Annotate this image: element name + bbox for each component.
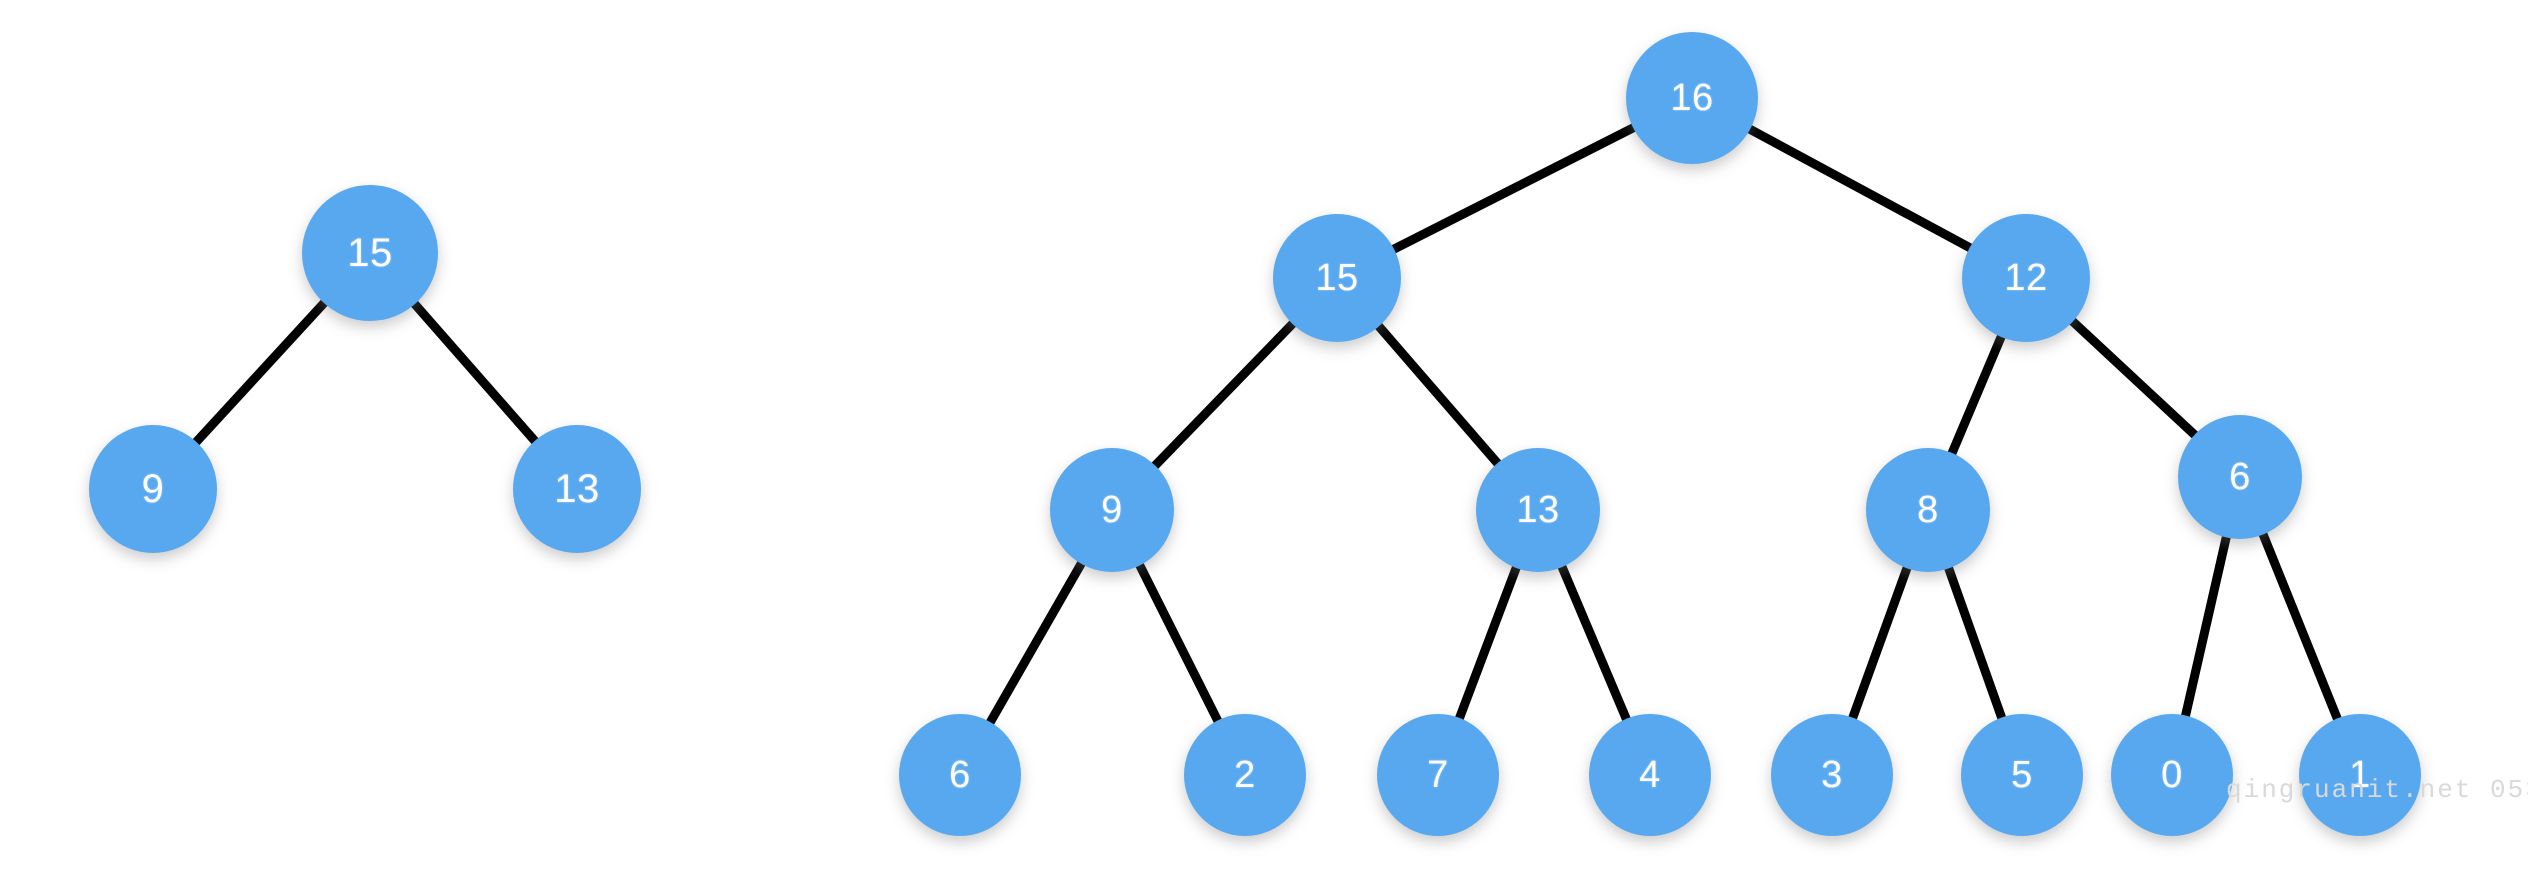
tree-node-label: 9 <box>1101 489 1123 531</box>
tree-node-0[interactable]: 0 <box>2111 714 2233 836</box>
tree-node-label: 9 <box>141 467 165 511</box>
tree-node-9[interactable]: 9 <box>89 425 217 553</box>
tree-node-15[interactable]: 15 <box>1273 214 1401 342</box>
tree-node-label: 15 <box>347 231 393 275</box>
tree-node-label: 3 <box>1821 754 1843 796</box>
tree-node-label: 16 <box>1670 77 1714 119</box>
tree-node-16[interactable]: 16 <box>1626 32 1758 164</box>
tree-node-label: 15 <box>1315 257 1359 299</box>
watermark-text: qingruanit.net 0532-85025005 <box>2226 775 2528 805</box>
tree-node-label: 6 <box>949 754 971 796</box>
tree-node-label: 13 <box>1516 489 1560 531</box>
tree-node-label: 4 <box>1639 754 1661 796</box>
tree-node-6[interactable]: 6 <box>899 714 1021 836</box>
tree-node-label: 12 <box>2004 257 2048 299</box>
tree-node-6[interactable]: 6 <box>2178 415 2302 539</box>
tree-node-5[interactable]: 5 <box>1961 714 2083 836</box>
tree-node-label: 5 <box>2011 754 2033 796</box>
tree-node-label: 2 <box>1234 754 1256 796</box>
tree-node-9[interactable]: 9 <box>1050 448 1174 572</box>
tree-node-label: 7 <box>1427 754 1449 796</box>
tree-node-3[interactable]: 3 <box>1771 714 1893 836</box>
tree-node-12[interactable]: 12 <box>1962 214 2090 342</box>
tree-node-13[interactable]: 13 <box>1476 448 1600 572</box>
tree-node-label: 6 <box>2229 456 2251 498</box>
tree-node-label: 8 <box>1917 489 1939 531</box>
tree-node-2[interactable]: 2 <box>1184 714 1306 836</box>
tree-node-13[interactable]: 13 <box>513 425 641 553</box>
tree-node-7[interactable]: 7 <box>1377 714 1499 836</box>
tree-node-label: 13 <box>554 467 600 511</box>
tree-node-4[interactable]: 4 <box>1589 714 1711 836</box>
tree-node-15[interactable]: 15 <box>302 185 438 321</box>
tree-node-8[interactable]: 8 <box>1866 448 1990 572</box>
tree-node-label: 0 <box>2161 754 2183 796</box>
